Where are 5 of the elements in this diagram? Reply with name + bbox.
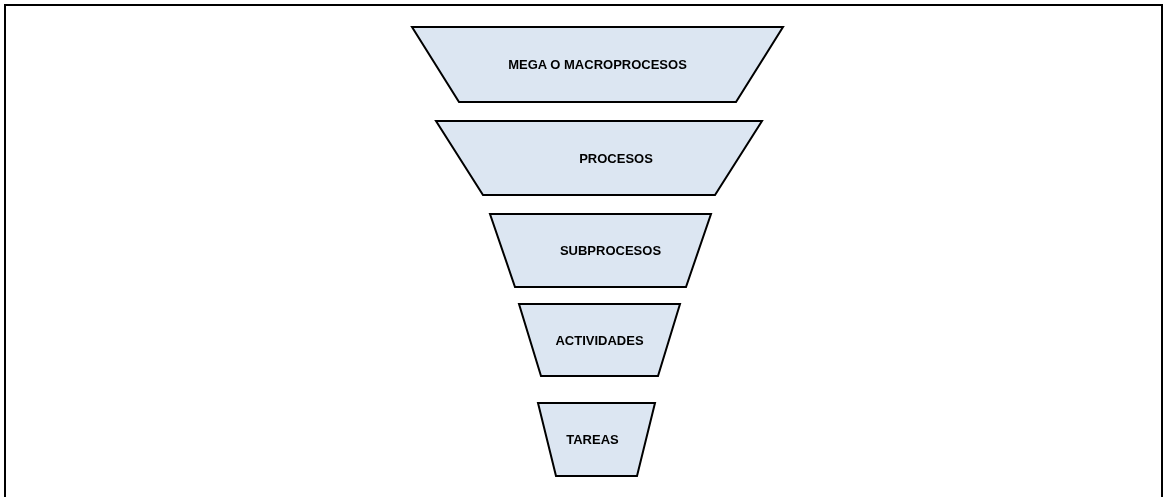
level-label: ACTIVIDADES — [555, 332, 644, 348]
level-label: TAREAS — [566, 432, 619, 447]
level-label: MEGA O MACROPROCESOS — [508, 57, 687, 72]
level-label: SUBPROCESOS — [559, 243, 662, 258]
level-label: PROCESOS — [579, 150, 653, 166]
